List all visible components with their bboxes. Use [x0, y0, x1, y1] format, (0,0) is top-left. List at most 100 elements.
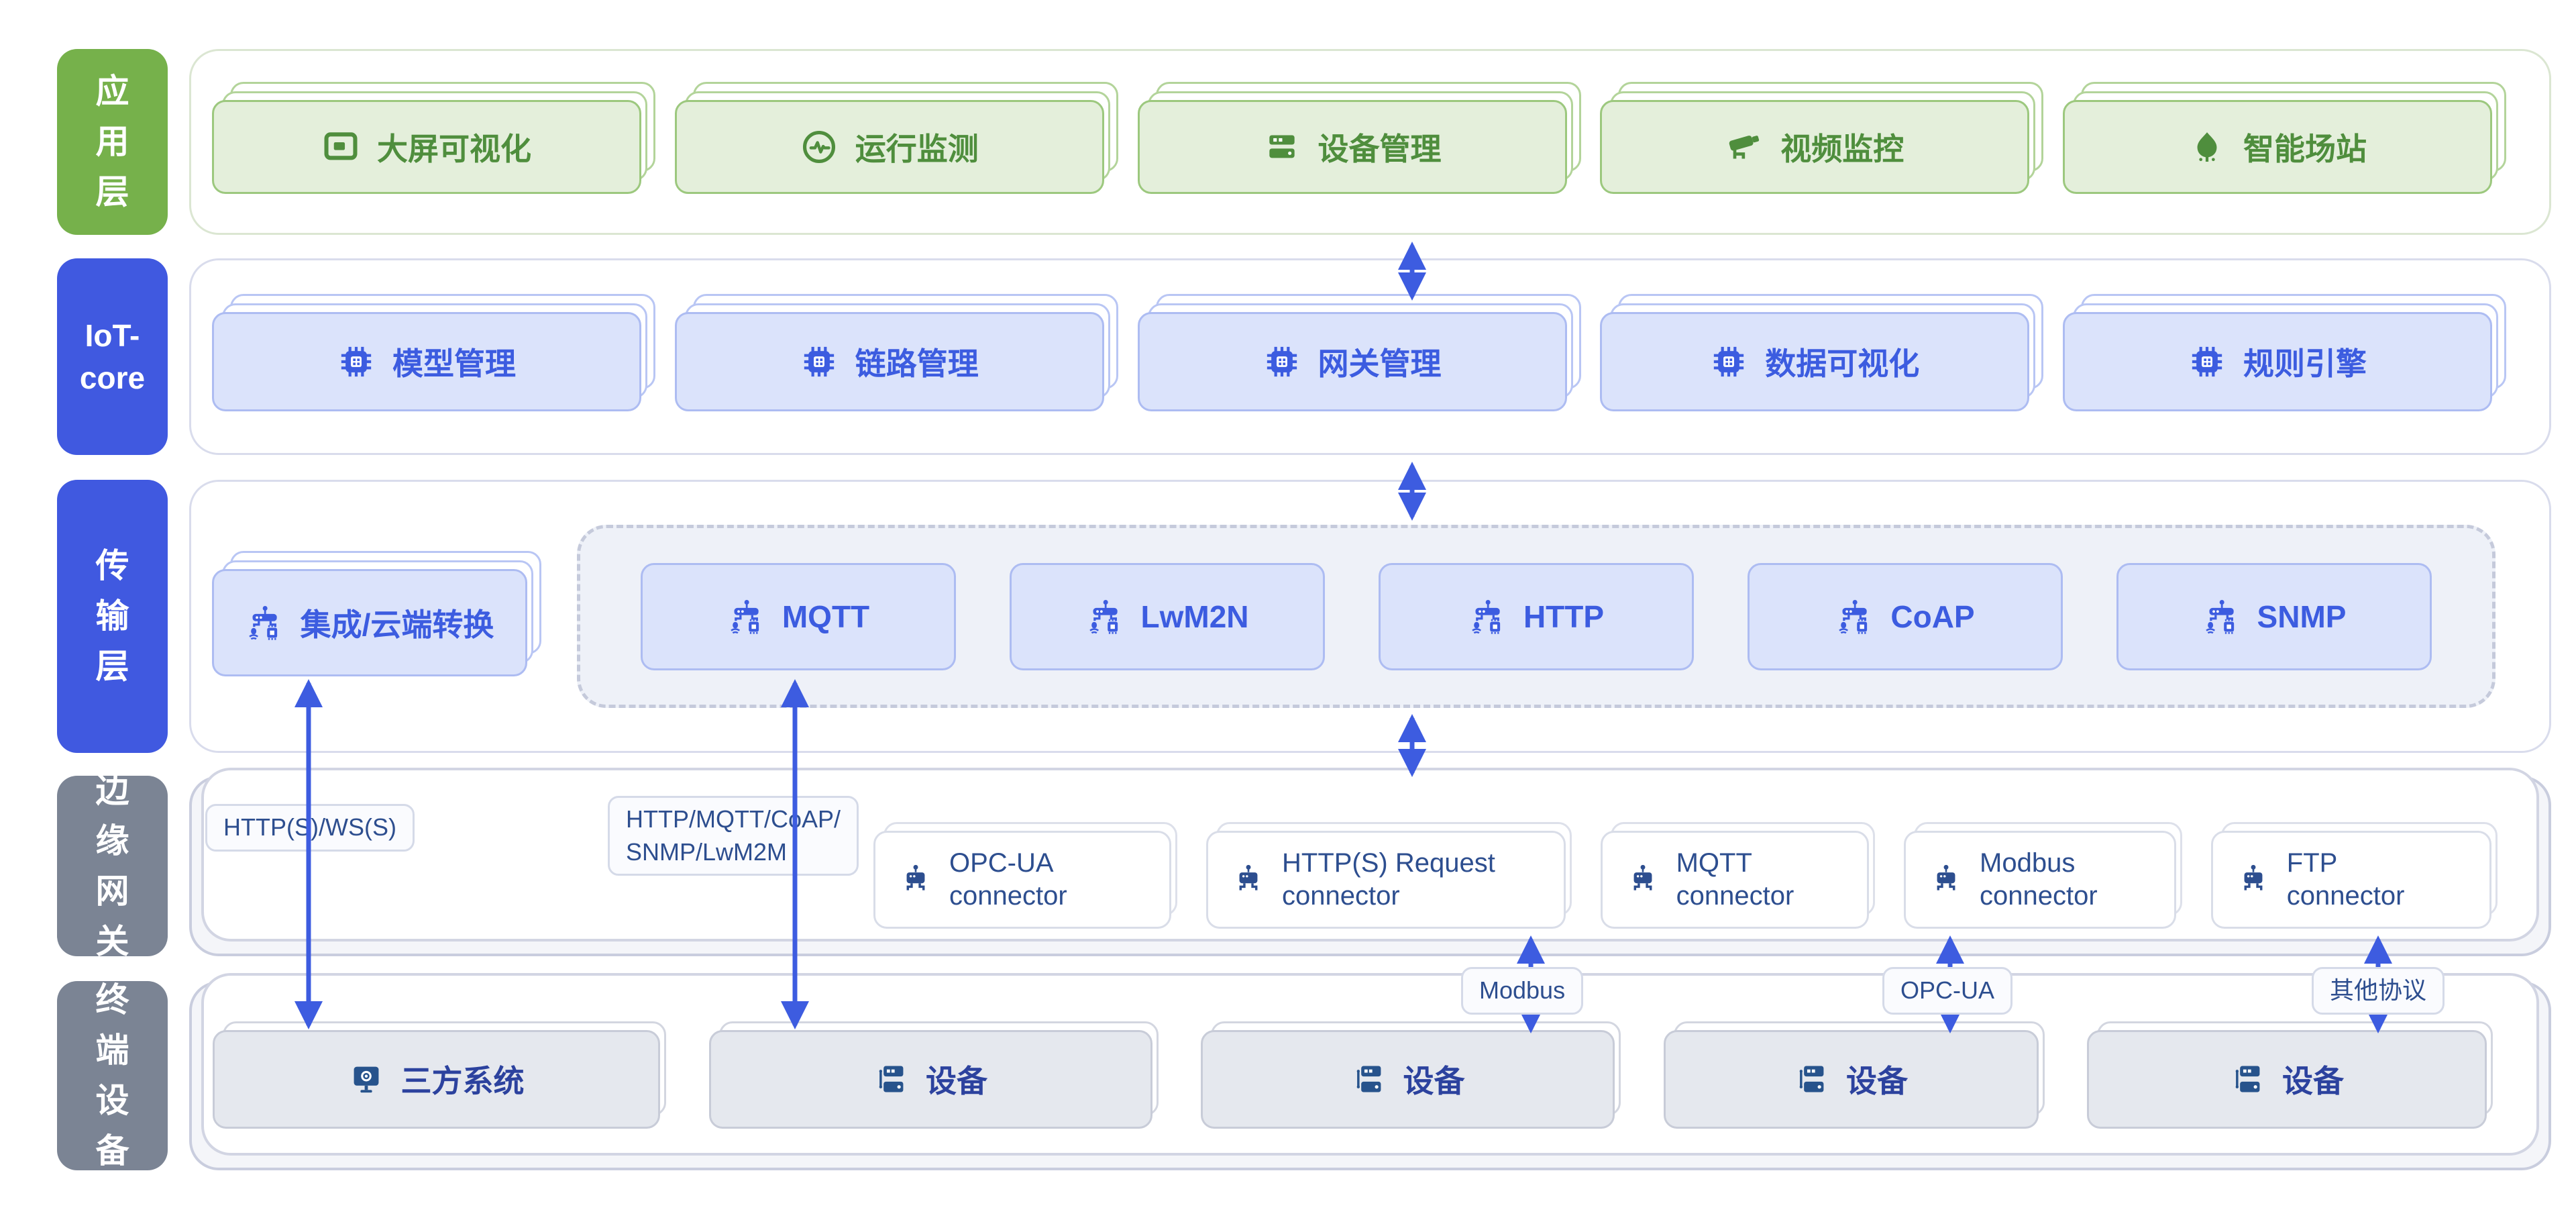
terminal-card-third-party-system: 三方系统 [213, 1011, 674, 1129]
card-label: 智能场站 [2243, 131, 2367, 166]
application-layer-panel: 大屏可视化 运行监测 设备管理 视频监控 [189, 49, 2551, 235]
device-server-icon [2230, 1062, 2265, 1096]
transport-card-http: HTTP [1379, 544, 1708, 670]
card-label: 设备 [2282, 1064, 2344, 1099]
connector-label-line2: connector [1980, 881, 2098, 911]
connector-label-line2: connector [2286, 881, 2405, 911]
connector-label-line2: connector [949, 881, 1067, 911]
connector-plug-icon [1231, 862, 1266, 897]
card-label: HTTP [1523, 599, 1605, 634]
iot-core-layer-panel: 模型管理 链路管理 网关管理 数据可视化 [189, 258, 2551, 455]
gateway-device-icon [1086, 598, 1124, 635]
layer-pill-edge-gateway: 边 缘 网 关 [57, 772, 168, 960]
connector-label-line1: FTP [2286, 848, 2338, 878]
flow-tag-modbus: Modbus [1461, 967, 1584, 1015]
terminal-card-device-3: 设备 [1663, 1011, 2053, 1129]
gateway-device-icon [2202, 598, 2240, 635]
layer-pill-terminal: 终 端 设 备 [57, 981, 168, 1170]
app-card-dashboard: 大屏可视化 [212, 81, 655, 194]
protocol-access-group: MQTT LwM2N HTTP CoAP [577, 525, 2496, 708]
connector-label-line1: Modbus [1980, 848, 2076, 878]
transport-card-integration: 集成/云端转换 [212, 551, 541, 676]
card-label: MQTT [782, 599, 870, 634]
transport-layer-panel: 集成/云端转换 MQTT LwM2N HTTP [189, 480, 2551, 753]
card-label: 大屏可视化 [377, 131, 531, 166]
card-label: 设备管理 [1318, 131, 1442, 166]
server-icon [1263, 128, 1301, 166]
gateway-device-icon [246, 604, 283, 642]
terminal-card-device-1: 设备 [708, 1011, 1167, 1129]
core-card-rule-engine: 规则引擎 [2063, 293, 2506, 411]
card-label: CoAP [1890, 599, 1975, 634]
transport-card-snmp: SNMP [2116, 544, 2446, 670]
card-label: 视频监控 [1780, 131, 1904, 166]
application-cards: 大屏可视化 运行监测 设备管理 视频监控 [191, 51, 2549, 233]
gateway-device-icon [1468, 598, 1506, 635]
connector-label-line1: OPC-UA [949, 848, 1054, 878]
flow-tag-other-protocol: 其他协议 [2312, 967, 2445, 1015]
app-card-video-surveillance: 视频监控 [1600, 81, 2044, 194]
card-label: 设备 [1403, 1064, 1465, 1099]
card-label: 设备 [1846, 1064, 1908, 1099]
link-tag-http-mqtt-coap: HTTP/MQTT/CoAP/ SNMP/LwM2M [608, 796, 859, 876]
connector-label-line1: MQTT [1676, 848, 1752, 878]
card-label: SNMP [2257, 599, 2347, 634]
connector-plug-icon [2236, 862, 2271, 897]
core-card-link-management: 链路管理 [674, 293, 1118, 411]
card-label: 规则引擎 [2243, 346, 2367, 381]
terminal-card-device-2: 设备 [1201, 1011, 1629, 1129]
device-server-icon [1794, 1062, 1829, 1096]
transport-card-mqtt: MQTT [641, 544, 970, 670]
connector-plug-icon [1929, 862, 1964, 897]
core-card-gateway-management: 网关管理 [1137, 293, 1581, 411]
connector-label-line2: connector [1676, 881, 1794, 911]
card-label: 模型管理 [392, 346, 516, 381]
gateway-device-icon [727, 598, 765, 635]
pulse-icon [800, 128, 838, 166]
card-label: 数据可视化 [1765, 346, 1920, 381]
screen-icon [322, 128, 360, 166]
card-label: 运行监测 [855, 131, 979, 166]
camera-icon [1725, 128, 1763, 166]
card-label: LwM2N [1140, 599, 1249, 634]
iot-core-cards: 模型管理 链路管理 网关管理 数据可视化 [191, 260, 2549, 453]
chip-icon [337, 343, 375, 380]
chip-icon [1263, 343, 1301, 380]
layer-pill-iot-core: IoT- core [57, 258, 168, 455]
card-label: 网关管理 [1318, 346, 1442, 381]
system-icon [349, 1062, 384, 1096]
card-label: 设备 [926, 1064, 987, 1099]
app-card-monitoring: 运行监测 [674, 81, 1118, 194]
card-label: 三方系统 [400, 1064, 525, 1099]
core-card-data-visualization: 数据可视化 [1600, 293, 2044, 411]
app-card-device-management: 设备管理 [1137, 81, 1581, 194]
flow-tag-opc-ua: OPC-UA [1882, 967, 2013, 1015]
chip-icon [800, 343, 838, 380]
transport-card-coap: CoAP [1748, 544, 2077, 670]
gateway-device-icon [1835, 598, 1873, 635]
app-card-smart-station: 智能场站 [2063, 81, 2506, 194]
connector-plug-icon [898, 862, 933, 897]
link-tag-https-ws: HTTP(S)/WS(S) [205, 804, 415, 852]
terminal-card-device-4: 设备 [2087, 1011, 2501, 1129]
connector-label-line1: HTTP(S) Request [1282, 848, 1495, 878]
tree-icon [2188, 128, 2226, 166]
terminal-devices-panel: 三方系统 设备 设备 设备 [189, 973, 2551, 1170]
card-label: 集成/云端转换 [300, 607, 494, 642]
connector-label-line2: connector [1282, 881, 1400, 911]
chip-icon [1710, 343, 1748, 380]
transport-card-lwm2n: LwM2N [1010, 544, 1339, 670]
terminal-cards: 三方系统 设备 设备 设备 [192, 984, 2548, 1168]
core-card-model-management: 模型管理 [212, 293, 655, 411]
chip-icon [2188, 343, 2226, 380]
layer-pill-application: 应 用 层 [57, 49, 168, 235]
device-server-icon [1351, 1062, 1386, 1096]
